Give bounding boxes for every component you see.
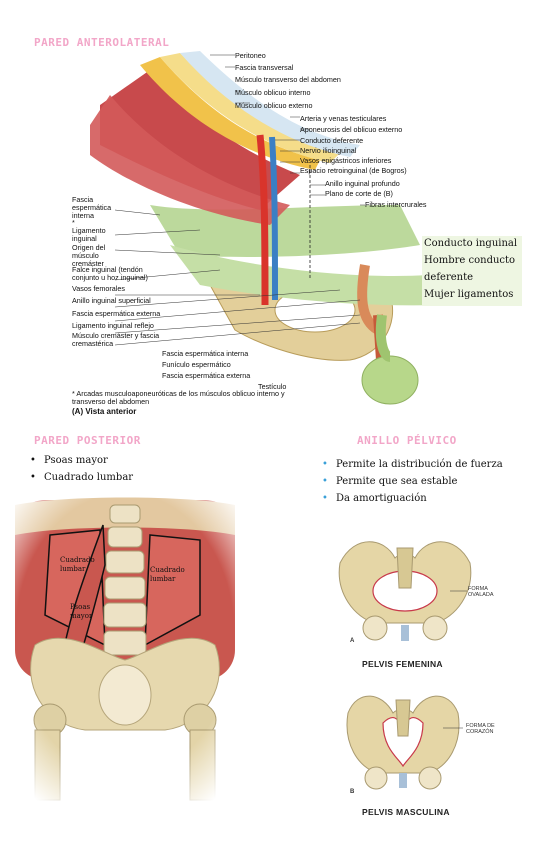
figure-label-psoas: Psoas mayor <box>70 603 93 620</box>
label-origen-cremaster: Origen del músculo cremáster <box>72 243 106 268</box>
footnote-arcadas: * Arcadas musculoaponeuróticas de los mú… <box>72 389 285 406</box>
label-espacio-retroinguinal: Espacio retroinguinal (de Bogros) <box>300 166 407 175</box>
label-aponeurosis: Aponeurosis del oblicuo externo <box>300 125 403 134</box>
label-peritoneo: Peritoneo <box>235 51 266 60</box>
male-pelvis-letter: B <box>350 789 355 795</box>
female-pelvis-title: PELVIS FEMENINA <box>362 659 443 669</box>
label-fascia-espermatica-externa-2: Fascia espermática externa <box>162 371 251 380</box>
posterior-wall-illustration <box>5 495 245 805</box>
label-oblicuo-interno: Músculo oblicuo interno <box>235 88 311 97</box>
label-conducto-deferente: Conducto deferente <box>300 136 364 145</box>
pelvic-bullets: Permite la distribución de fuerza Permit… <box>322 456 512 507</box>
anterolateral-illustration <box>90 51 440 405</box>
label-vasos-epigastricos: Vasos epigástricos inferiores <box>300 156 392 165</box>
label-fibras-intercrurales: Fibras intercrurales <box>365 200 427 209</box>
female-pelvis-illustration <box>338 541 472 641</box>
section-heading-anterolateral: PARED ANTEROLATERAL <box>34 36 170 49</box>
label-fascia-espermatica-interna-2: Fascia espermática interna <box>162 349 249 358</box>
label-anillo-profundo: Anillo inguinal profundo <box>325 179 400 188</box>
bullet-cuadrado: Cuadrado lumbar <box>30 469 133 486</box>
label-arteria-venas: Arteria y venas testiculares <box>300 114 387 123</box>
male-pelvis-illustration <box>346 695 463 790</box>
section-heading-anillo: ANILLO PÉLVICO <box>357 434 457 447</box>
label-fascia-transversal: Fascia transversal <box>235 63 294 72</box>
label-anillo-superficial: Anillo inguinal superficial <box>72 296 151 305</box>
label-testiculo: Testículo <box>258 382 287 391</box>
male-pelvis-note: FORMA DE CORAZÓN <box>466 723 495 735</box>
posterior-bullets: Psoas mayor Cuadrado lumbar <box>30 452 133 486</box>
note-deferente: deferente <box>424 272 474 283</box>
label-transverso: Músculo transverso del abdomen <box>235 75 341 84</box>
note-highlight <box>422 236 522 306</box>
label-falce-inguinal: Falce inguinal (tendón conjunto u hoz in… <box>72 265 148 282</box>
label-cremaster-fascia: Músculo cremáster y fascia cremastérica <box>72 331 160 348</box>
bullet-estable: Permite que sea estable <box>322 473 512 490</box>
note-hombre-conducto: Hombre conducto <box>424 255 516 266</box>
figure-label-quadratus-right: Cuadrado lumbar <box>150 566 185 583</box>
label-fascia-espermatica-interna: Fascia espermática interna <box>72 195 112 220</box>
note-mujer-ligamentos: Mujer ligamentos <box>424 289 514 300</box>
caption-vista-anterior: (A) Vista anterior <box>72 407 137 416</box>
section-heading-posterior: PARED POSTERIOR <box>34 434 141 447</box>
label-oblicuo-externo: Músculo oblicuo externo <box>235 101 313 110</box>
male-pelvis-title: PELVIS MASCULINA <box>362 807 450 817</box>
female-pelvis-letter: A <box>350 638 355 644</box>
label-vasos-femorales: Vasos femorales <box>72 284 125 293</box>
label-ligamento-reflejo: Ligamento inguinal reflejo <box>72 321 154 330</box>
female-pelvis-note: FORMA OVALADA <box>468 586 494 598</box>
bullet-psoas: Psoas mayor <box>30 452 133 469</box>
label-ligamento-inguinal: Ligamento inguinal <box>72 226 106 243</box>
label-funiculo: Funículo espermático <box>162 360 231 369</box>
label-fascia-espermatica-externa: Fascia espermática externa <box>72 309 161 318</box>
figure-label-quadratus-left: Cuadrado lumbar <box>60 556 95 573</box>
bullet-distribucion: Permite la distribución de fuerza <box>322 456 512 473</box>
label-asterisk: * <box>72 218 75 227</box>
label-plano-corte: Plano de corte de (B) <box>325 189 393 198</box>
label-nervio-ilioinguinal: Nervio ilioinguinal <box>300 146 357 155</box>
bullet-amortiguacion: Da amortiguación <box>322 490 512 507</box>
note-conducto-inguinal: Conducto inguinal <box>424 238 518 249</box>
